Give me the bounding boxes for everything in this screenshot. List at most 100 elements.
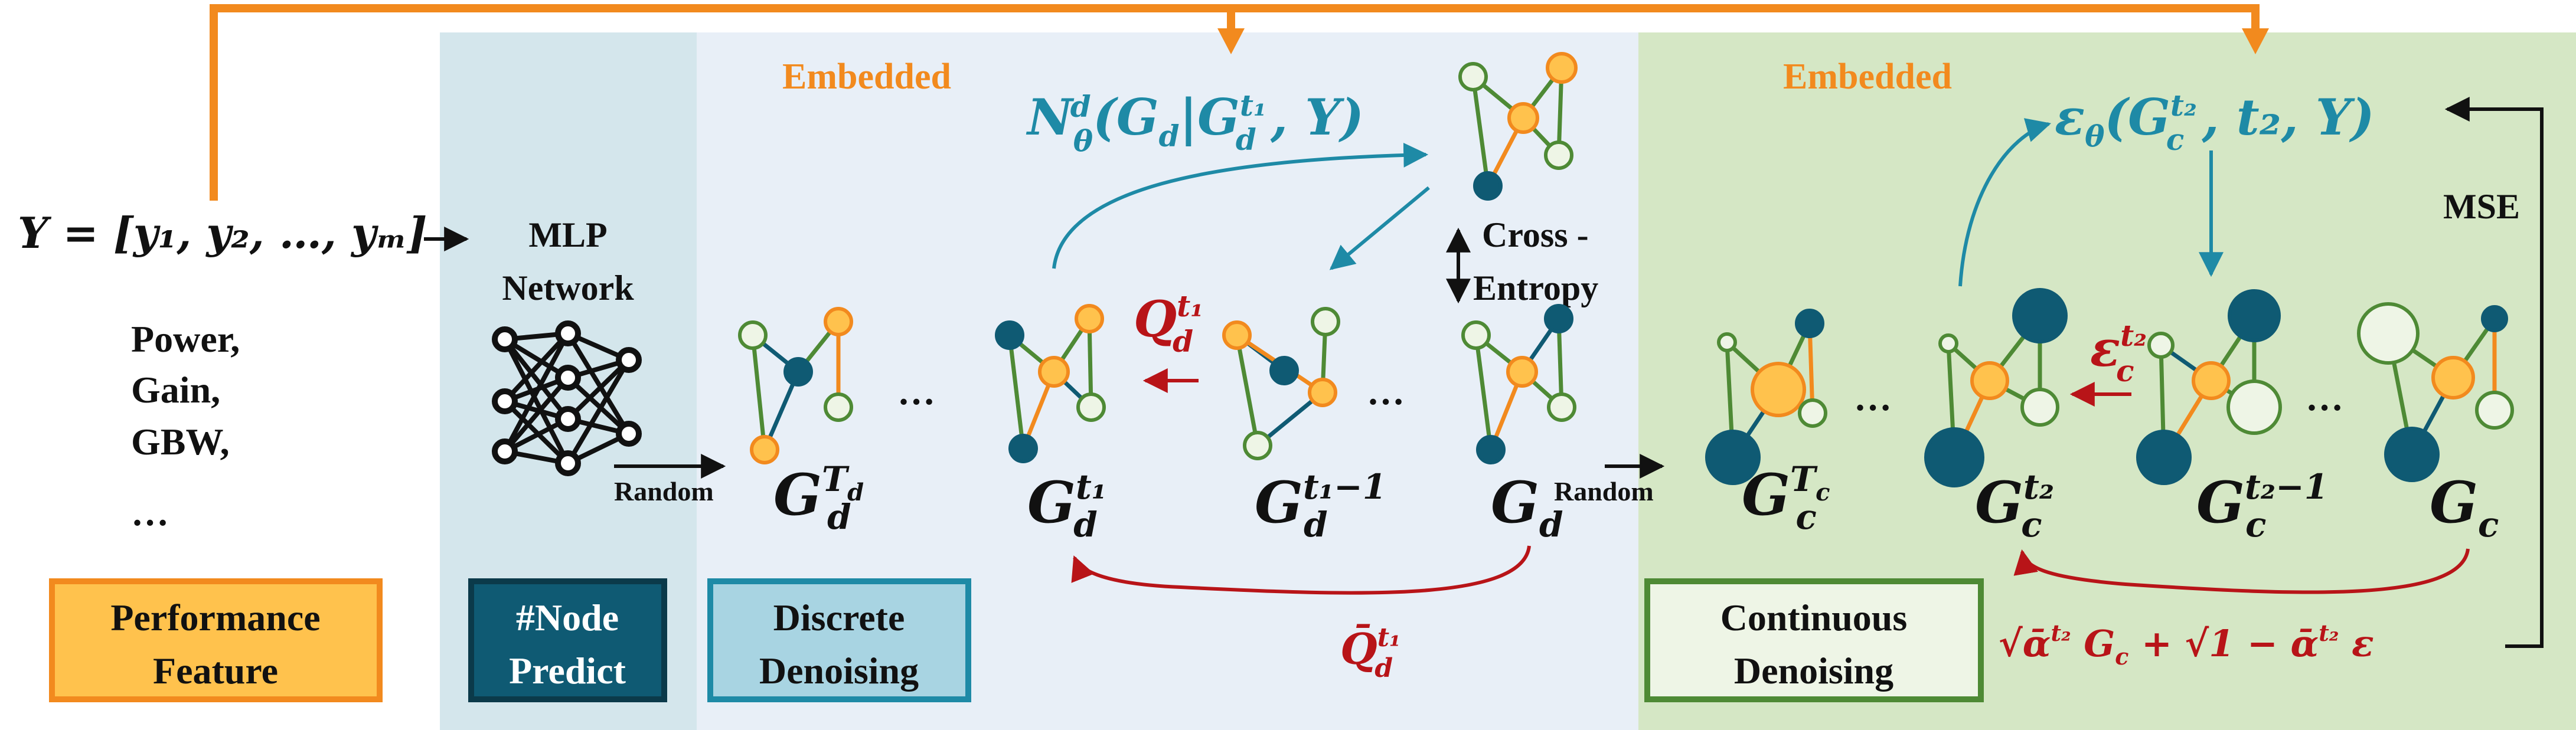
graph-node [1222,320,1252,350]
discrete-embed-arc [1052,142,1429,269]
nn-edge [503,400,570,465]
nn-node [555,450,581,476]
embedding-arrowhead-continuous [2242,28,2269,54]
continuous-embed-arc [1958,118,2052,287]
graph-node [1751,362,1806,417]
graph-node [1544,140,1573,170]
graph-node [1311,307,1340,336]
graph-node [2431,356,2475,400]
graph-node [1243,431,1272,460]
nn-edge [566,376,631,436]
discrete-denoising-box [707,578,971,702]
nn-node [492,438,518,464]
random-label-left: Random [614,476,714,506]
performance-vector: Y = [y₁, y₂, …, yₘ] [18,208,427,258]
node-box-line1: #Node [516,597,619,639]
graph-gdt1m1 [1222,307,1340,460]
graph-edge [750,335,767,450]
graph-node [1458,62,1488,91]
graph-node [1507,102,1539,134]
nn-edge [502,338,570,421]
performance-box-line2: Feature [153,650,278,692]
feature-power: Power, [131,318,240,360]
noise-arc [2013,548,2470,594]
label-g-d: Gd [1491,469,1563,545]
graph-node [1544,304,1573,333]
graph-node [1798,398,1827,428]
performance-box-line1: Performance [110,597,320,639]
graph-node [824,307,853,336]
graph-node [1547,392,1576,422]
random-label-right: Random [1554,476,1654,506]
graph-node [1308,378,1337,407]
graph-node [2192,361,2231,400]
nn-node [555,406,581,432]
graph-node [1970,361,2009,400]
ellipsis-continuous-2: … [2306,377,2343,418]
graph-node [2020,388,2059,427]
graph-gc [2357,302,2514,482]
nn-node [492,326,518,352]
graph-node [995,320,1024,350]
nn-node [616,347,642,373]
continuous-denoising-box [1644,578,1984,702]
graph-edge [1007,335,1026,449]
graph-node [2226,379,2282,435]
ellipsis-continuous-1: … [1854,377,1892,418]
graph-node [1546,52,1578,84]
feature-ellipsis: … [131,492,169,533]
cross-entropy-line2: Entropy [1473,269,1598,307]
discrete-box-line2: Denoising [759,650,919,692]
nn-node [616,421,642,447]
graph-node [2147,332,2175,359]
graph-node [1269,356,1299,385]
graph-gd [1461,304,1576,464]
ellipsis-discrete-1: … [897,371,935,413]
neural-network-icon [492,320,642,476]
graph-node [2481,305,2508,332]
graph-gdT [738,307,853,464]
graph-node [1076,392,1106,422]
graph-gct2 [1924,288,2068,487]
graph-node [824,392,853,422]
graph-node [2357,302,2420,365]
graph-node [1506,356,1538,388]
graph-edge [1087,318,1093,408]
continuous-box-line2: Denoising [1734,650,1893,692]
noise-formula: √ᾱt₂ Gc + √1 − ᾱt₂ ε [1999,620,2374,670]
nn-node [555,320,581,346]
ellipsis-discrete-2: … [1367,371,1405,413]
cross-entropy-line1: Cross - [1482,215,1589,254]
nn-node [492,388,518,414]
graph-edge [1474,335,1493,450]
graph-icons [738,52,2514,487]
embedded-label-discrete: Embedded [782,57,951,97]
q-bar-arc [1071,545,1531,595]
graph-node [1476,435,1506,464]
mlp-label-line1: MLP [528,215,607,254]
graph-node [1008,434,1038,463]
graph-node [2012,288,2068,343]
discrete-box-line1: Discrete [773,597,905,639]
nn-edge [502,338,570,464]
embedding-arrowhead-discrete [1217,28,1245,54]
graph-node [1038,356,1070,388]
nn-edge [566,358,631,465]
continuous-box-line1: Continuous [1720,597,1908,639]
nn-edge [502,376,570,453]
graph-gd-top [1458,52,1578,201]
graph-gct2m1 [2136,289,2282,485]
graph-edge [1556,318,1564,408]
embedded-label-continuous: Embedded [1783,57,1952,97]
